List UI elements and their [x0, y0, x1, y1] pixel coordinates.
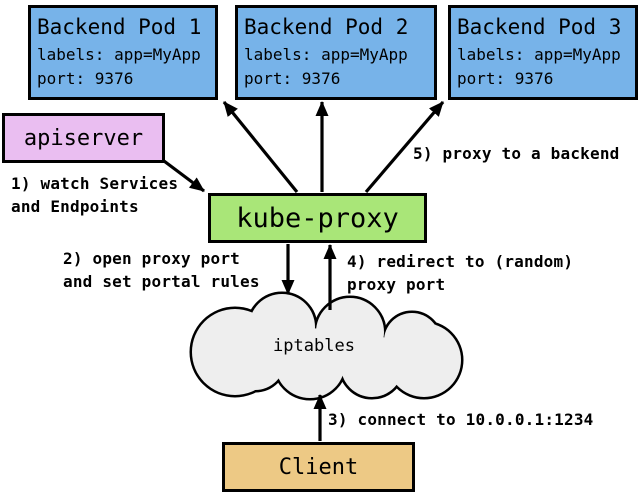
annotation-step-4: 4) redirect to (random) proxy port [347, 250, 573, 296]
annotation-step-5: 5) proxy to a backend [413, 142, 620, 165]
annotation-step-2-line-1: 2) open proxy port [63, 249, 240, 268]
backend-pod-3: Backend Pod 3 labels: app=MyApp port: 93… [448, 5, 638, 100]
backend-pod-2: Backend Pod 2 labels: app=MyApp port: 93… [235, 5, 437, 100]
annotation-step-3: 3) connect to 10.0.0.1:1234 [328, 408, 594, 431]
pod-2-labels: labels: app=MyApp [244, 45, 408, 64]
iptables-cloud-label: iptables [273, 336, 355, 356]
kube-proxy-box: kube-proxy [208, 193, 427, 243]
annotation-step-2: 2) open proxy port and set portal rules [63, 247, 260, 293]
annotation-step-1-line-2: and Endpoints [11, 197, 139, 216]
pod-3-labels: labels: app=MyApp [457, 45, 621, 64]
pod-1-port: port: 9376 [37, 69, 134, 88]
pod-1-title: Backend Pod 1 [37, 15, 202, 39]
annotation-step-1-line-1: 1) watch Services [11, 174, 179, 193]
annotation-step-1: 1) watch Services and Endpoints [11, 172, 178, 218]
annotation-step-4-line-1: 4) redirect to (random) [347, 252, 574, 271]
backend-pod-1: Backend Pod 1 labels: app=MyApp port: 93… [28, 5, 218, 100]
arrow-kubeproxy-to-pod3 [364, 100, 445, 194]
pod-2-port: port: 9376 [244, 69, 341, 88]
annotation-step-2-line-2: and set portal rules [63, 272, 260, 291]
pod-2-title: Backend Pod 2 [244, 15, 409, 39]
pod-3-title: Backend Pod 3 [457, 15, 622, 39]
kube-proxy-label: kube-proxy [236, 202, 399, 234]
pod-3-port: port: 9376 [457, 69, 554, 88]
annotation-step-4-line-2: proxy port [347, 275, 446, 294]
apiserver-label: apiserver [23, 125, 144, 151]
arrow-apiserver-to-kubeproxy [163, 159, 205, 193]
annotation-step-3-line-1: 3) connect to 10.0.0.1:1234 [328, 410, 594, 429]
pod-1-labels: labels: app=MyApp [37, 45, 201, 64]
apiserver-box: apiserver [2, 113, 165, 163]
client-box: Client [222, 442, 415, 492]
client-label: Client [278, 454, 359, 480]
annotation-step-5-line-1: 5) proxy to a backend [413, 144, 620, 163]
arrow-kubeproxy-to-pod1 [222, 100, 299, 194]
